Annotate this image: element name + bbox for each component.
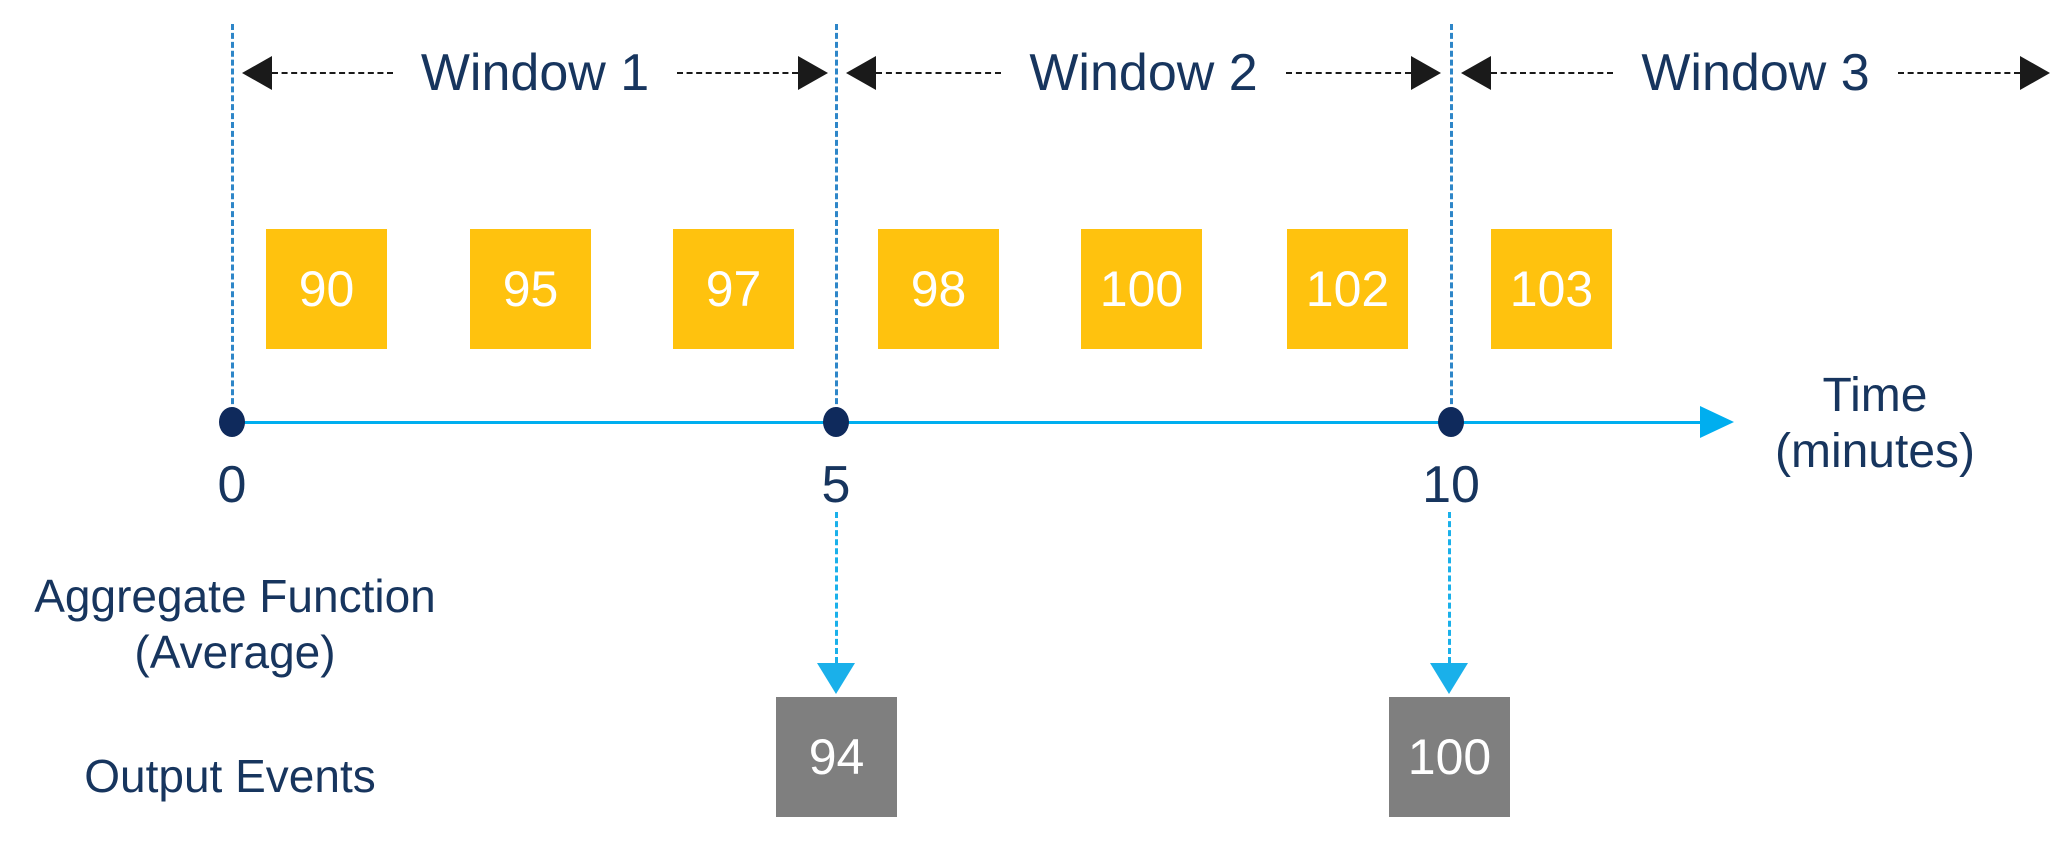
window-label: Window 1: [420, 44, 650, 102]
time-axis-arrowhead-icon: [1700, 406, 1734, 438]
input-event-box: 100: [1081, 229, 1202, 349]
input-event-box: 103: [1491, 229, 1612, 349]
aggregate-function-label-line1: Aggregate Function: [34, 570, 436, 622]
time-axis-label-line1: Time: [1822, 369, 1928, 422]
window-span-dash-right: [1285, 72, 1411, 74]
input-event-box: 90: [266, 229, 387, 349]
output-arrow-dash: [1448, 512, 1451, 663]
output-event-box: 100: [1389, 697, 1510, 817]
output-events-label: Output Events: [84, 750, 376, 802]
window-span-dash-left: [1491, 72, 1614, 74]
window-span-dash-left: [876, 72, 1002, 74]
right-arrowhead-icon: [1411, 56, 1441, 90]
output-arrow-dash: [835, 512, 838, 663]
window-label: Window 3: [1641, 44, 1870, 102]
output-arrowhead-icon: [1430, 663, 1468, 694]
time-axis-tick-label: 0: [217, 456, 247, 514]
window-span-1: Window 1: [242, 43, 828, 103]
input-event-box: 102: [1287, 229, 1408, 349]
output-event-box: 94: [776, 697, 897, 817]
time-axis-tick-label: 5: [821, 456, 851, 514]
input-event-box: 95: [470, 229, 591, 349]
left-arrowhead-icon: [846, 56, 876, 90]
window-span-dash-right: [1897, 72, 2020, 74]
aggregate-function-label-line2: (Average): [134, 626, 336, 678]
right-arrowhead-icon: [2020, 56, 2050, 90]
window-span-dash-right: [677, 72, 798, 74]
window-span-dash-left: [272, 72, 393, 74]
time-axis-label: Time (minutes): [1745, 368, 2005, 480]
input-event-box: 97: [673, 229, 794, 349]
window-boundary-line-2: [835, 24, 838, 422]
left-arrowhead-icon: [242, 56, 272, 90]
time-axis-tick-label: 10: [1422, 456, 1480, 514]
time-axis-dot: [219, 407, 245, 437]
time-axis-line: [232, 421, 1700, 424]
time-axis-dot: [823, 407, 849, 437]
time-axis-label-line2: (minutes): [1774, 425, 1976, 478]
window-span-2: Window 2: [846, 43, 1441, 103]
window-boundary-line-3: [1450, 24, 1453, 422]
window-label: Window 2: [1029, 44, 1258, 102]
time-axis-dot: [1438, 407, 1464, 437]
right-arrowhead-icon: [798, 56, 828, 90]
aggregate-function-label: Aggregate Function (Average): [20, 568, 450, 680]
left-arrowhead-icon: [1461, 56, 1491, 90]
window-span-3: Window 3: [1461, 43, 2050, 103]
output-arrowhead-icon: [817, 663, 855, 694]
window-boundary-line-1: [231, 24, 234, 422]
input-event-box: 98: [878, 229, 999, 349]
